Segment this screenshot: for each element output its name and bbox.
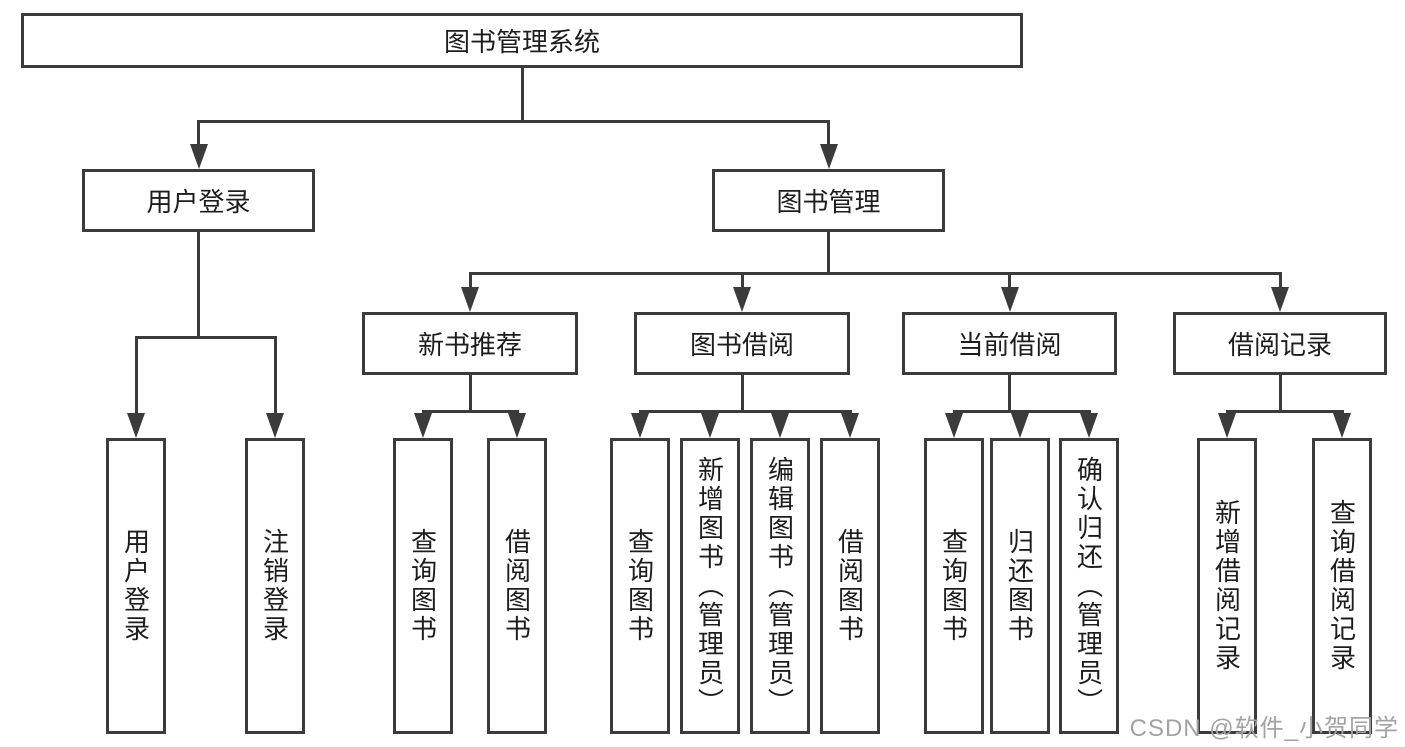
node-label: 借阅图书 xyxy=(501,528,532,644)
node-label: 借阅图书 xyxy=(834,528,865,644)
node-label: 编辑图书（管理员） xyxy=(764,455,795,717)
connector-line xyxy=(421,410,519,413)
node-label: 图书管理系统 xyxy=(443,27,600,57)
node-bb-borrow-book: 借阅图书 xyxy=(820,438,880,734)
connector-line xyxy=(740,272,744,291)
node-label: 查询图书 xyxy=(407,528,438,644)
node-cb-return-book: 归还图书 xyxy=(990,438,1050,734)
arrowhead-icon xyxy=(945,413,963,438)
node-label: 图书管理 xyxy=(776,187,881,217)
arrowhead-icon xyxy=(701,413,719,438)
connector-line xyxy=(468,272,1282,275)
connector-line xyxy=(1008,272,1011,291)
connector-line xyxy=(1008,375,1011,413)
node-rec-query-book: 查询图书 xyxy=(393,438,453,734)
node-logout: 注销登录 xyxy=(245,438,305,734)
node-current-borrow: 当前借阅 xyxy=(902,312,1117,375)
node-root: 图书管理系统 xyxy=(21,13,1023,68)
node-label: 查询图书 xyxy=(624,528,655,644)
node-bb-add-book: 新增图书（管理员） xyxy=(680,438,740,734)
connector-line xyxy=(740,375,744,413)
arrowhead-icon xyxy=(631,413,649,438)
watermark: CSDN @软件_小贺同学 xyxy=(1129,715,1399,742)
arrowhead-icon xyxy=(508,413,526,438)
node-borrow-records: 借阅记录 xyxy=(1173,312,1387,375)
connector-line xyxy=(197,232,200,339)
node-label: 新增图书（管理员） xyxy=(694,455,725,717)
connector-line xyxy=(197,120,830,123)
node-label: 用户登录 xyxy=(120,528,151,644)
connector-line xyxy=(1278,375,1282,413)
arrowhead-icon xyxy=(189,144,208,169)
arrowhead-icon xyxy=(266,413,284,438)
connector-line xyxy=(827,232,830,275)
node-label: 用户登录 xyxy=(146,187,251,217)
connector-line xyxy=(827,120,830,148)
node-label: 确认归还（管理员） xyxy=(1073,455,1104,717)
node-label: 查询借阅记录 xyxy=(1326,499,1357,673)
connector-line xyxy=(638,410,852,413)
node-cb-query-book: 查询图书 xyxy=(924,438,984,734)
arrowhead-icon xyxy=(771,413,789,438)
node-cb-confirm: 确认归还（管理员） xyxy=(1059,438,1119,734)
connector-line xyxy=(952,410,1091,413)
connector-line xyxy=(468,375,472,413)
arrowhead-icon xyxy=(733,287,751,312)
node-rec-borrow-book: 借阅图书 xyxy=(487,438,547,734)
arrowhead-icon xyxy=(819,144,838,169)
connector-line xyxy=(520,68,524,123)
node-label: 归还图书 xyxy=(1004,528,1035,644)
connector-line xyxy=(1278,272,1282,291)
arrowhead-icon xyxy=(1011,413,1029,438)
node-label: 新书推荐 xyxy=(417,330,522,360)
arrowhead-icon xyxy=(461,287,479,312)
arrowhead-icon xyxy=(1218,413,1236,438)
node-label: 注销登录 xyxy=(259,528,290,644)
node-login: 用户登录 xyxy=(106,438,166,734)
node-label: 查询图书 xyxy=(938,528,969,644)
arrowhead-icon xyxy=(1271,287,1289,312)
arrowhead-icon xyxy=(1333,413,1351,438)
node-label: 当前借阅 xyxy=(957,330,1062,360)
node-user-login: 用户登录 xyxy=(82,169,315,232)
arrowhead-icon xyxy=(414,413,432,438)
arrowhead-icon xyxy=(1080,413,1098,438)
node-label: 图书借阅 xyxy=(689,330,794,360)
connector-line xyxy=(1225,410,1344,413)
node-book-mgmt: 图书管理 xyxy=(712,169,945,232)
node-label: 新增借阅记录 xyxy=(1211,499,1242,673)
node-book-borrow: 图书借阅 xyxy=(634,312,850,375)
node-bb-query-book: 查询图书 xyxy=(610,438,670,734)
connector-line xyxy=(197,120,200,148)
node-label: 借阅记录 xyxy=(1227,330,1332,360)
connector-line xyxy=(273,336,277,417)
connector-line xyxy=(134,336,138,417)
connector-line xyxy=(468,272,472,291)
node-br-add-record: 新增借阅记录 xyxy=(1197,438,1257,734)
connector-line xyxy=(134,336,277,339)
node-br-query-record: 查询借阅记录 xyxy=(1312,438,1372,734)
node-bb-edit-book: 编辑图书（管理员） xyxy=(750,438,810,734)
node-new-book-rec: 新书推荐 xyxy=(362,312,578,375)
arrowhead-icon xyxy=(1000,287,1019,312)
arrowhead-icon xyxy=(841,413,859,438)
arrowhead-icon xyxy=(127,413,145,438)
